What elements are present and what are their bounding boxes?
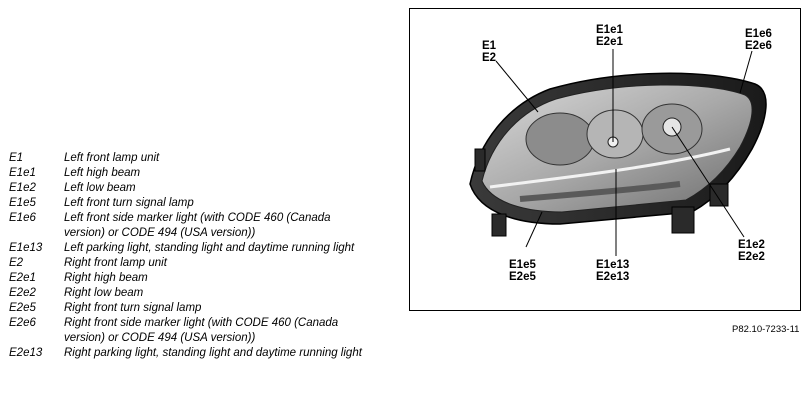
- legend-description: Left front lamp unit: [64, 152, 160, 164]
- legend-description: Left front turn signal lamp: [64, 197, 194, 209]
- legend-code: E2e1: [9, 272, 36, 284]
- legend-row: E2e6 Right front side marker light (with …: [9, 316, 369, 346]
- legend-code: E2e6: [9, 317, 36, 329]
- legend-description: Left high beam: [64, 167, 141, 179]
- legend-code: E1e6: [9, 212, 36, 224]
- figure-reference: P82.10-7233-11: [732, 324, 800, 335]
- legend-code: E2e2: [9, 287, 36, 299]
- legend-description: Right front turn signal lamp: [64, 302, 202, 314]
- high-beam-reflector: [586, 109, 644, 159]
- low-beam-reflector: [525, 112, 595, 166]
- legend-code: E2e13: [9, 347, 43, 359]
- legend-description: Left parking light, standing light and d…: [64, 242, 355, 254]
- legend-code: E1e2: [9, 182, 36, 194]
- legend-row: E1e5 Left front turn signal lamp: [9, 196, 369, 211]
- legend-code: E1: [9, 152, 24, 164]
- legend-description: Right parking light, standing light and …: [64, 347, 362, 359]
- drl-strip: [489, 147, 731, 189]
- legend-code: E1e5: [9, 197, 36, 209]
- legend-row: E2e5 Right front turn signal lamp: [9, 301, 369, 316]
- legend-row: E1e1 Left high beam: [9, 166, 369, 181]
- legend-row: E1e13 Left parking light, standing light …: [9, 241, 369, 256]
- headlamp-illustration: [469, 49, 767, 256]
- legend-row: E2e2 Right low beam: [9, 286, 369, 301]
- leader-lines: [495, 49, 753, 256]
- legend-code: E1e1: [9, 167, 36, 179]
- legend-row: E1 Left front lamp unit: [9, 151, 369, 166]
- turn-signal-strip: [519, 181, 681, 202]
- legend-row: E1e2 Left low beam: [9, 181, 369, 196]
- legend-description: Right front lamp unit: [64, 257, 167, 269]
- legend-description: Right high beam: [64, 272, 148, 284]
- legend-row: E2e13 Right parking light, standing light…: [9, 346, 369, 361]
- legend-description: Left front side marker light (with CODE …: [64, 212, 331, 239]
- legend-row: E1e6 Left front side marker light (with C…: [9, 211, 369, 241]
- legend-code: E1e13: [9, 242, 43, 254]
- legend-description: Right low beam: [64, 287, 144, 299]
- legend-description: Right front side marker light (with CODE…: [64, 317, 339, 344]
- legend-code: E2: [9, 257, 24, 269]
- legend-row: E2 Right front lamp unit: [9, 256, 369, 271]
- legend-code: E2e5: [9, 302, 36, 314]
- legend-row: E2e1 Right high beam: [9, 271, 369, 286]
- legend-description: Left low beam: [64, 182, 136, 194]
